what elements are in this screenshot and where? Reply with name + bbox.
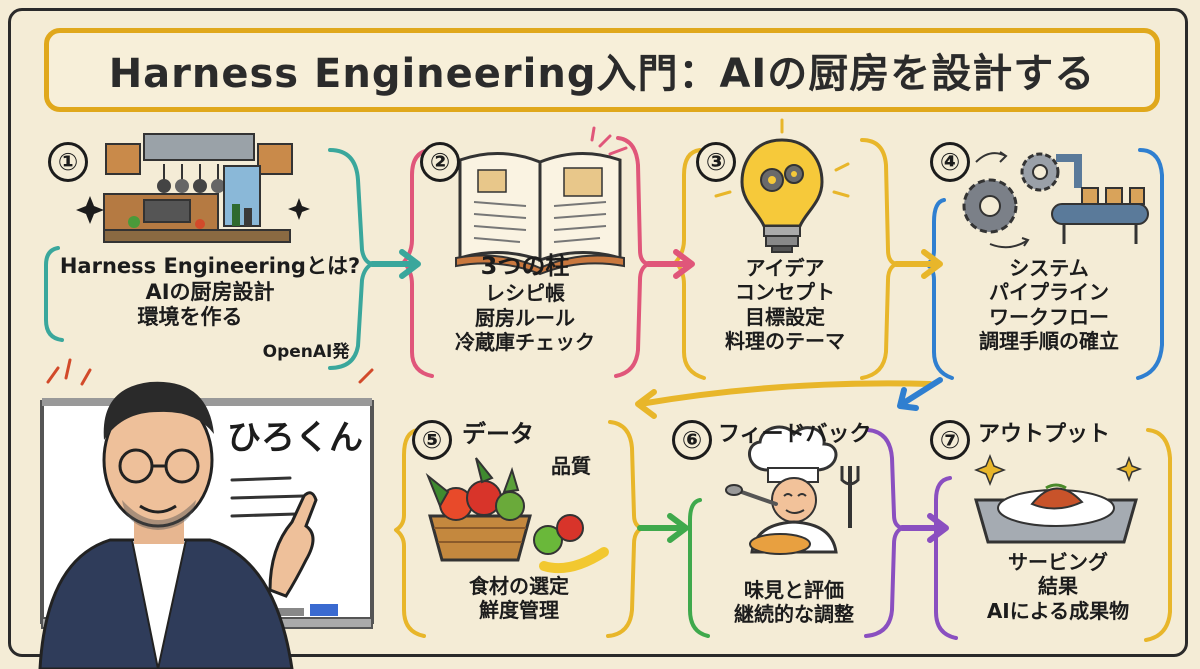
step-5-subheading: 品質 (551, 454, 591, 478)
arrow-6-to-7 (899, 513, 949, 543)
bracket-step7-left (934, 476, 958, 640)
step-7-number: ⑦ (930, 420, 970, 460)
step-6-number: ⑥ (672, 420, 712, 460)
vegetable-basket-icon (425, 457, 609, 574)
step-6-heading: フィードバック (718, 422, 872, 447)
step-3-line-4: 料理のテーマ (725, 329, 845, 354)
step-2-text: 3つの柱 レシピ帳 厨房ルール 冷蔵庫チェック (418, 252, 632, 354)
outer-frame (8, 8, 1188, 657)
step-1-note: OpenAI発 (262, 342, 350, 362)
plated-dish-icon (973, 453, 1143, 544)
arrow-1-to-2 (369, 249, 421, 279)
step-6-line-1: 味見と評価 (744, 578, 844, 602)
step-3-line-2: コンセプト (735, 280, 835, 305)
step-1-text: Harness Engineeringとは? AIの厨房設計 環境を作る (52, 254, 368, 331)
step-2-heading: 3つの柱 (480, 252, 570, 280)
step-7-line-1: サービング (1008, 550, 1108, 574)
bracket-step1-left (44, 246, 64, 342)
arrow-4-to-5 (635, 380, 933, 419)
arrow-4-corner (897, 377, 943, 411)
presenter-name: ひろくん (227, 418, 363, 458)
step-2-line-3: 冷蔵庫チェック (455, 330, 595, 355)
step-7-heading: アウトプット (978, 422, 1111, 447)
step-3-line-1: アイデア (745, 256, 825, 280)
step-5-text: 食材の選定 鮮度管理 (414, 574, 624, 623)
bracket-step6-left (688, 498, 710, 638)
bracket-step7-right (1144, 428, 1172, 642)
step-1-line-1: Harness Engineeringとは? (59, 254, 361, 278)
step-7-line-2: 結果 (1038, 574, 1078, 599)
arrow-2-to-3 (645, 249, 695, 279)
step-3-text: アイデア コンセプト 目標設定 料理のテーマ (690, 256, 880, 354)
step-1-number: ① (48, 142, 88, 182)
step-3-number: ③ (696, 142, 736, 182)
step-5-number: ⑤ (412, 420, 452, 460)
title-banner: Harness Engineering入門：AIの厨房を設計する (44, 28, 1160, 112)
step-1-line-3: 環境を作る (137, 305, 243, 330)
bracket-step4-right (1136, 148, 1164, 380)
step-2-line-2: 厨房ルール (475, 305, 575, 330)
step-4-line-4: 調理手順の確立 (979, 329, 1119, 354)
page-title: Harness Engineering入門：AIの厨房を設計する (108, 51, 1096, 97)
step-6-text: 味見と評価 継続的な調整 (696, 578, 892, 627)
gears-conveyor-icon (962, 151, 1149, 249)
step-5-heading: データ (462, 420, 534, 448)
arrow-5-to-6 (637, 513, 689, 543)
step-4-line-2: パイプライン (989, 280, 1109, 305)
step-5-line-2: 鮮度管理 (479, 598, 559, 623)
lightbulb-icon (714, 118, 850, 253)
step-2-number: ② (420, 142, 460, 182)
step-4-number: ④ (930, 142, 970, 182)
step-4-text: システム パイプライン ワークフロー 調理手順の確立 (940, 256, 1158, 354)
step-2-line-1: レシピ帳 (485, 281, 565, 306)
step-5-line-1: 食材の選定 (469, 574, 569, 598)
step-3-line-3: 目標設定 (745, 304, 825, 329)
arrow-3-to-4 (893, 249, 943, 279)
step-1-line-2: AIの厨房設計 (145, 279, 275, 304)
presenter-icon (38, 381, 318, 669)
step-4-line-1: システム (1009, 256, 1089, 280)
step-4-line-3: ワークフロー (989, 304, 1109, 329)
bracket-step5-left (394, 428, 426, 638)
step-7-line-3: AIによる成果物 (986, 598, 1130, 623)
kitchen-icon (76, 133, 310, 243)
recipe-book-icon (455, 126, 628, 276)
chef-icon (725, 425, 860, 555)
step-7-text: サービング 結果 AIによる成果物 (944, 550, 1172, 623)
step-6-line-2: 継続的な調整 (734, 602, 854, 627)
